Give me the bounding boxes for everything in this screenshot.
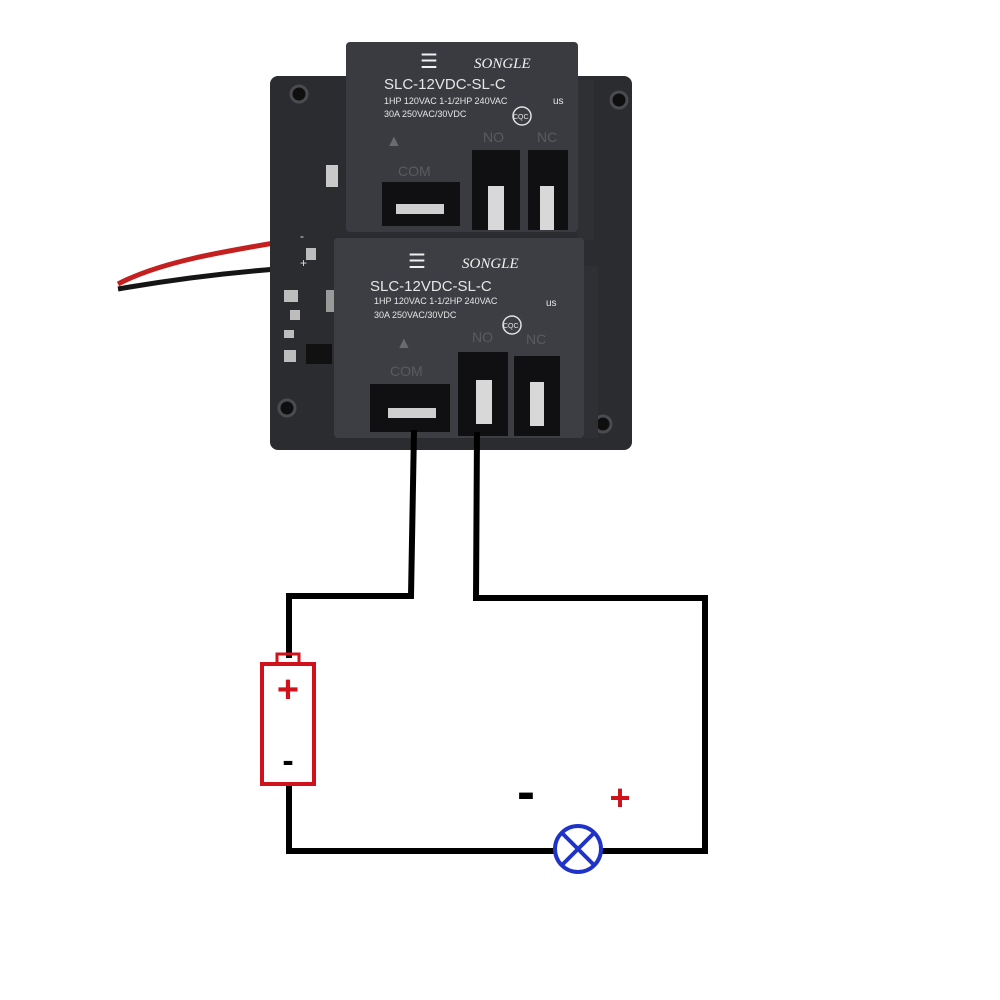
warning-triangle-icon: ▲ [396, 335, 412, 352]
cqc-mark-icon [502, 315, 522, 335]
relay-brand: SONGLE [474, 56, 531, 72]
ul-mark: us [546, 298, 557, 309]
warning-triangle-icon: ▲ [386, 133, 402, 150]
wire-battery-to-lamp [286, 785, 555, 854]
relay-rating-line1: 1HP 120VAC 1-1/2HP 240VAC [384, 96, 508, 106]
smd-component [326, 165, 338, 187]
terminal-label-com: COM [390, 363, 423, 379]
smd-component [326, 290, 336, 312]
mount-hole-top-right [609, 90, 629, 110]
terminal-label-nc: NC [537, 129, 557, 145]
relay-rating-line2: 30A 250VAC/30VDC [384, 109, 467, 119]
relay-rating-line2: 30A 250VAC/30VDC [374, 310, 457, 320]
smd-component [290, 310, 300, 320]
ul-mark: us [553, 96, 564, 107]
relay-top: ☰ SONGLE SLC-12VDC-SL-C 1HP 120VAC 1-1/2… [346, 42, 594, 240]
terminal-label-com: COM [398, 163, 431, 179]
cqc-mark: CQC [503, 323, 519, 330]
power-input-wires [116, 237, 293, 292]
relay-model: SLC-12VDC-SL-C [370, 278, 492, 295]
smd-component [284, 290, 298, 302]
mount-hole-top-left [289, 84, 309, 104]
battery-plus-symbol: + [277, 669, 299, 711]
board-label-minus: - [300, 229, 304, 243]
battery-icon: + - [260, 652, 316, 786]
battery-minus-symbol: - [282, 742, 293, 780]
relay-brand: SONGLE [462, 256, 519, 272]
smd-component [306, 248, 316, 260]
cqc-mark-icon [512, 106, 532, 126]
relay-brand-logo-icon: ☰ [420, 51, 438, 73]
black-wire [117, 265, 293, 292]
red-wire [116, 237, 293, 287]
wire-no-to-lamp [472, 431, 708, 854]
terminal-label-no: NO [472, 329, 493, 345]
relay-rating-line1: 1HP 120VAC 1-1/2HP 240VAC [374, 296, 498, 306]
wire-com-to-battery [286, 429, 417, 658]
relay-bottom: ☰ SONGLE SLC-12VDC-SL-C 1HP 120VAC 1-1/2… [334, 238, 598, 438]
cqc-mark: CQC [513, 114, 529, 121]
terminal-label-no: NO [483, 129, 504, 145]
smd-chip [306, 344, 332, 364]
terminal-label-nc: NC [526, 331, 546, 347]
lamp-minus-symbol: - [517, 762, 535, 822]
relay-brand-logo-icon: ☰ [408, 251, 426, 273]
board-label-plus: + [300, 256, 307, 270]
smd-component [284, 350, 296, 362]
relay-model: SLC-12VDC-SL-C [384, 76, 506, 93]
smd-component [284, 330, 294, 338]
circuit-wires [286, 429, 708, 854]
mount-hole-bottom-left [277, 398, 297, 418]
lamp-plus-symbol: + [609, 777, 630, 818]
lamp-icon [553, 824, 603, 874]
